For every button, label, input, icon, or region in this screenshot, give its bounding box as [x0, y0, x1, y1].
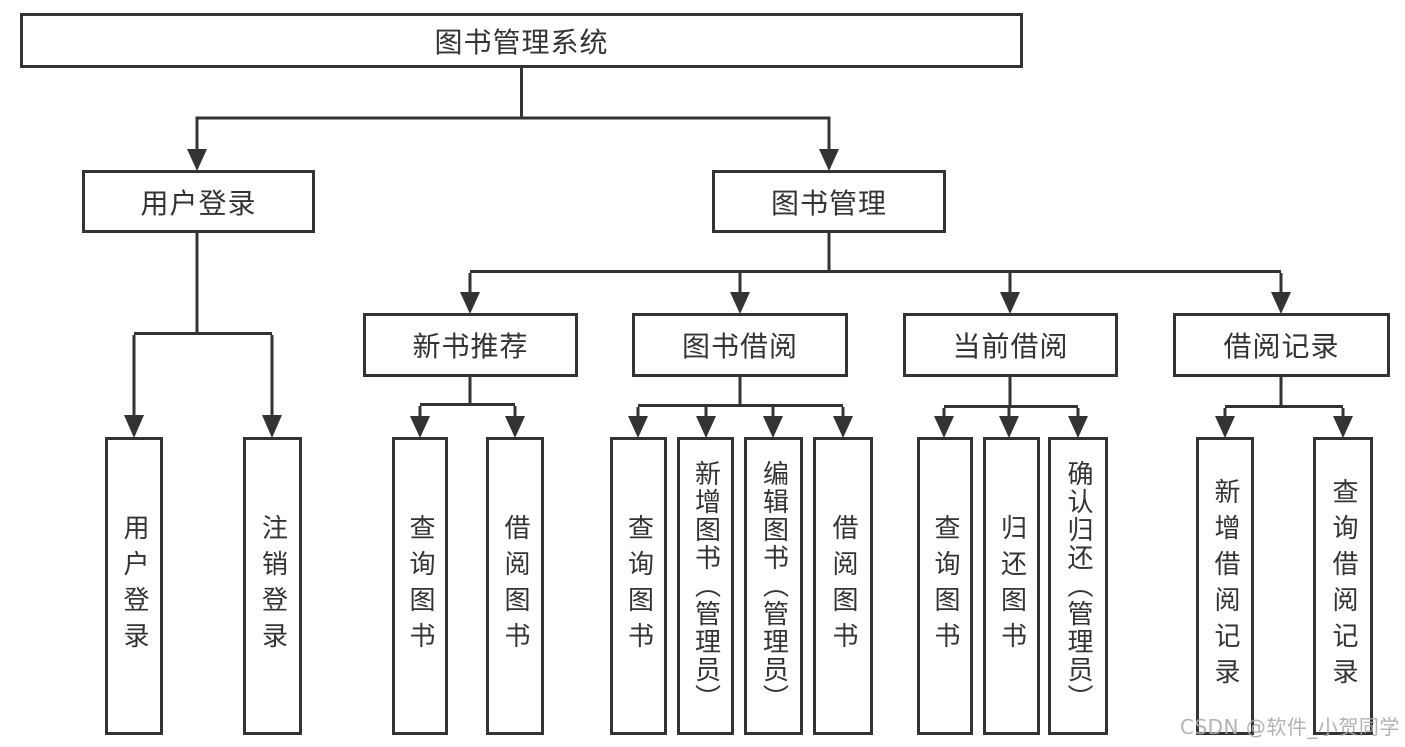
leaf-edit-books-admin: 编辑图书（管理员）	[744, 437, 803, 735]
connector-book-borrow-children	[636, 377, 845, 419]
connector-user-login-children	[132, 233, 274, 418]
connector-new-book-children	[418, 377, 517, 419]
node-book-management-branch: 图书管理	[712, 170, 946, 233]
leaf-logout-label: 注销登录	[257, 514, 288, 658]
node-book-borrow: 图书借阅	[632, 313, 848, 377]
node-borrow-record: 借阅记录	[1173, 313, 1390, 377]
connector-book-mgmt-to-level3	[468, 233, 1283, 294]
connector-borrow-record-children	[1223, 377, 1345, 419]
leaf-query-books-1-label: 查询图书	[405, 514, 435, 658]
leaf-add-borrow-record: 新增借阅记录	[1196, 437, 1254, 735]
leaf-user-login-label: 用户登录	[119, 514, 149, 658]
leaf-query-books-2-label: 查询图书	[623, 514, 654, 658]
leaf-add-books-admin: 新增图书（管理员）	[677, 437, 734, 735]
leaf-borrow-books-2-label: 借阅图书	[828, 514, 858, 658]
node-current-borrow-label: 当前借阅	[952, 330, 1069, 363]
node-new-book-recommend: 新书推荐	[363, 313, 578, 377]
leaf-add-books-admin-label: 新增图书（管理员）	[690, 460, 721, 712]
csdn-watermark: CSDN @软件_小贺同学	[1180, 715, 1400, 739]
leaf-user-login: 用户登录	[105, 437, 163, 735]
leaf-query-books-3-label: 查询图书	[930, 514, 960, 658]
node-book-management-branch-label: 图书管理	[770, 186, 887, 220]
leaf-query-borrow-record: 查询借阅记录	[1313, 437, 1373, 735]
node-new-book-recommend-label: 新书推荐	[412, 330, 529, 363]
connector-current-borrow-children	[942, 377, 1080, 419]
leaf-query-books-2: 查询图书	[610, 437, 667, 735]
node-user-login-branch: 用户登录	[82, 170, 315, 233]
arrowhead-icons	[124, 149, 1353, 438]
connector-root-to-level2	[195, 68, 831, 151]
leaf-add-borrow-record-label: 新增借阅记录	[1210, 478, 1240, 694]
leaf-borrow-books-1: 借阅图书	[486, 437, 544, 735]
node-book-borrow-label: 图书借阅	[681, 330, 798, 363]
leaf-logout: 注销登录	[243, 437, 302, 735]
node-user-login-branch-label: 用户登录	[140, 186, 257, 220]
leaf-borrow-books-2: 借阅图书	[813, 437, 873, 735]
node-borrow-record-label: 借阅记录	[1223, 330, 1340, 363]
node-root-system-label: 图书管理系统	[434, 25, 609, 59]
leaf-edit-books-admin-label: 编辑图书（管理员）	[758, 460, 789, 712]
leaf-query-books-3: 查询图书	[917, 437, 973, 735]
leaf-confirm-return-admin-label: 确认归还（管理员）	[1063, 460, 1093, 712]
leaf-query-borrow-record-label: 查询借阅记录	[1328, 478, 1358, 694]
leaf-return-books: 归还图书	[983, 437, 1040, 735]
leaf-return-books-label: 归还图书	[996, 514, 1027, 658]
node-current-borrow: 当前借阅	[903, 313, 1118, 377]
leaf-confirm-return-admin: 确认归还（管理员）	[1048, 437, 1108, 735]
node-root-system: 图书管理系统	[20, 13, 1023, 68]
leaf-borrow-books-1-label: 借阅图书	[500, 514, 530, 658]
leaf-query-books-1: 查询图书	[392, 437, 448, 735]
